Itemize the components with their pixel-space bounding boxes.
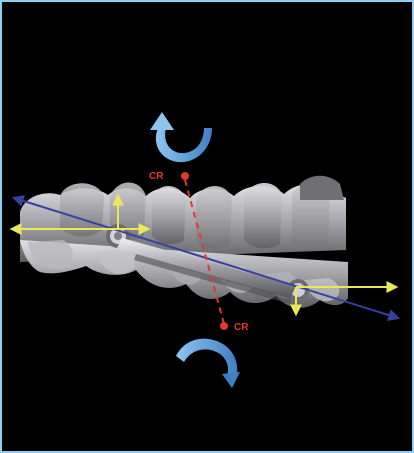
dental-model bbox=[20, 176, 348, 308]
curved-rotation-arrow-icon bbox=[176, 339, 240, 388]
cr-marker-bottom bbox=[220, 322, 228, 330]
curved-rotation-arrow-icon bbox=[150, 112, 212, 162]
cr-label-top: CR bbox=[149, 171, 164, 182]
cr-label-bottom: CR bbox=[234, 322, 249, 333]
cr-marker-top bbox=[181, 172, 189, 180]
